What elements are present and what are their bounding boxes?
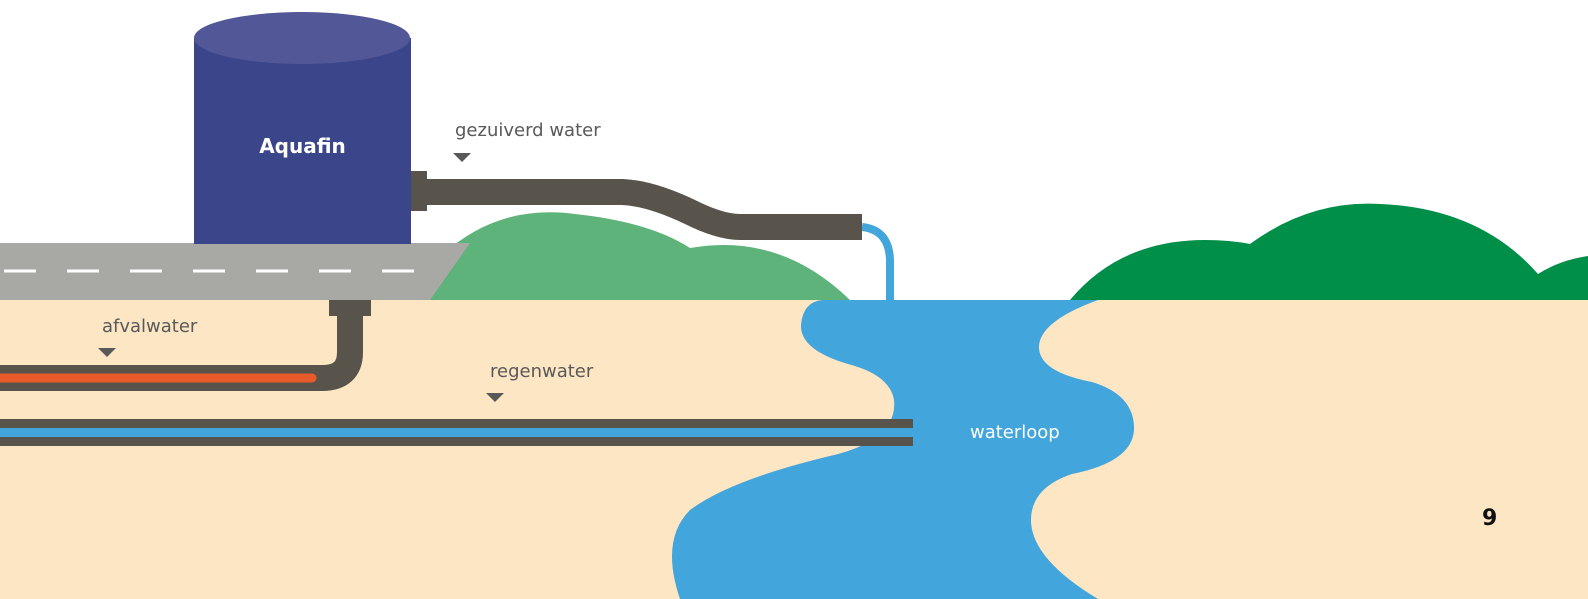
wastewater-label: afvalwater bbox=[102, 316, 198, 337]
river bbox=[672, 300, 1135, 599]
purified-water-label: gezuiverd water bbox=[455, 120, 601, 141]
watercourse-label: waterloop bbox=[970, 422, 1060, 443]
hills-left bbox=[405, 212, 850, 300]
page-number: 9 bbox=[1482, 506, 1498, 531]
rainwater-label: regenwater bbox=[490, 361, 594, 382]
arrow-down-icon bbox=[453, 153, 471, 162]
wastewater-pipe bbox=[0, 300, 371, 391]
aquafin-tank bbox=[194, 12, 411, 244]
rainwater-pipe bbox=[0, 419, 913, 446]
tank-label: Aquafin bbox=[259, 134, 346, 158]
arrow-down-icon bbox=[486, 393, 504, 402]
hills-right bbox=[1070, 203, 1588, 300]
purified-water-pipe bbox=[411, 171, 894, 300]
road bbox=[0, 243, 470, 300]
arrow-down-icon bbox=[98, 348, 116, 357]
